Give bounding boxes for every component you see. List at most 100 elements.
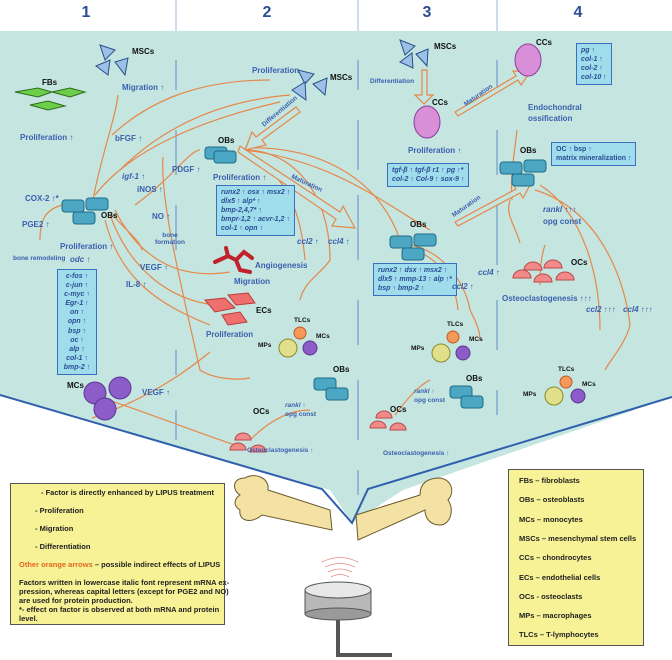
rankl-label-col4: rankl ↑↑↑ xyxy=(543,205,577,214)
osteoclastogenesis-label-col3: Osteoclastogenesis ↑ xyxy=(383,450,450,457)
maturation-arrow-col2 xyxy=(237,145,357,229)
ocs-cells-col2 xyxy=(229,432,267,453)
gene-item: col-1 ↑ xyxy=(66,354,88,362)
obs-label-col4: OBs xyxy=(520,146,537,155)
mcs-label-col2: MCs xyxy=(316,333,330,340)
ccl2-label-col3: ccl2 ↑ xyxy=(452,282,474,291)
bone-remodeling-label: bone remodeling xyxy=(13,255,66,262)
ccl2-label-col4: ccl2 ↑↑↑ xyxy=(586,305,616,314)
mps-label-col4: MPs xyxy=(523,391,537,398)
legend-other-arrows: Other orange arrows – possible indirect … xyxy=(19,560,220,569)
obs-cells-col1 xyxy=(61,197,109,225)
fbs-cells xyxy=(14,87,87,111)
vegf-label-col1: VEGF ↑ xyxy=(140,263,169,272)
fbs-label: FBs xyxy=(42,78,58,87)
gene-item: bmp-2 ↑ xyxy=(63,363,91,371)
col3-gene-box: tgf-β ↑ tgf-β r1 ↑ pg ↑* col-2 ↑ Col-9 ↑… xyxy=(387,163,470,188)
gene-item: bsp ↑ bmp-2 ↑ xyxy=(378,285,425,293)
mp-cell-col2 xyxy=(278,338,298,358)
gene-item: dlx5 ↑ mmp-13 ↑ alp ↑* xyxy=(378,276,452,284)
obs-cells-col4 xyxy=(499,159,547,187)
mp-cell-col4 xyxy=(544,386,564,406)
column-header-4: 4 xyxy=(573,4,583,21)
lipus-transducer xyxy=(304,581,392,657)
legend-box: - Factor is directly enhanced by LIPUS t… xyxy=(10,483,229,625)
gene-item: bmpr-1,2 ↑ acvr-1,2 ↑ xyxy=(221,216,290,224)
opg-label-col2: opg const xyxy=(285,411,317,418)
bone-left xyxy=(234,475,333,531)
ocs-label-col3: OCs xyxy=(390,405,407,414)
column-header-1: 1 xyxy=(81,4,91,21)
gene-item: dlx5 ↑ alp* ↑ xyxy=(221,198,261,206)
gene-item: col-1 ↑ xyxy=(581,56,603,64)
tlcs-label-col4: TLCs xyxy=(558,366,575,373)
tlcs-label-col3: TLCs xyxy=(447,321,464,328)
gene-item: col-10 ↑ xyxy=(581,74,607,82)
funnel-border xyxy=(0,394,672,525)
col3-obs-gene-box: runx2 ↑ dsx ↑ msx2 ↑ dlx5 ↑ mmp-13 ↑ alp… xyxy=(373,263,457,297)
abbreviations-box: FBs – fibroblasts OBs – osteoblasts MCs … xyxy=(508,469,644,646)
abbreviation-item: OBs – osteoblasts xyxy=(519,495,585,504)
obs-proliferation-label-col1: Proliferation ↑ xyxy=(60,242,114,251)
opg-label-col4: opg const xyxy=(543,217,582,226)
gene-item: pg ↑ xyxy=(581,47,595,54)
column-header-3: 3 xyxy=(422,4,432,21)
mcs-label-col4: MCs xyxy=(582,381,596,388)
gene-item: runx2 ↑ osx ↑ msx2 ↑ xyxy=(221,189,291,196)
gene-item: bmp-2,4,7* ↑ xyxy=(221,207,262,215)
ocs-cells-col3 xyxy=(369,410,407,431)
legend-proliferation: - Proliferation xyxy=(35,506,84,515)
gene-item: oc ↑ xyxy=(70,336,84,344)
gene-item: col-1 ↑ opn ↑ xyxy=(221,225,263,233)
bone-formation-label: bone formation xyxy=(155,232,185,247)
ccl4-label-col3: ccl4 ↑ xyxy=(478,268,500,277)
obs-label-col2: OBs xyxy=(218,136,235,145)
differentiation-arrow-col2 xyxy=(244,106,301,151)
ecs-label: ECs xyxy=(256,306,272,315)
mps-label-col2: MPs xyxy=(258,342,272,349)
gene-item: matrix mineralization ↑ xyxy=(556,155,632,163)
abbreviation-item: ECs – endothelial cells xyxy=(519,573,601,582)
gene-item: c-jun ↑ xyxy=(65,282,89,290)
column-header-2: 2 xyxy=(262,4,272,21)
col1-gene-box: c-fos ↑ c-jun ↑ c-myc ↑ Egr-1 ↑ on ↑ opn… xyxy=(57,269,97,376)
gene-item: alp ↑ xyxy=(69,345,85,353)
ccs-cell-col4 xyxy=(514,43,542,77)
ccl4-label-col2: ccl4 ↑ xyxy=(328,237,350,246)
mscs-proliferation-label-col2: Proliferation xyxy=(252,66,300,75)
col4-ccs-gene-box: pg ↑ col-1 ↑ col-2 ↑ col-10 ↑ xyxy=(576,43,612,86)
gene-item: opn ↑ xyxy=(67,318,87,326)
ccs-proliferation-label: Proliferation ↑ xyxy=(408,146,462,155)
tlc-cell-col2 xyxy=(293,326,307,340)
rankl-label-col3: rankl ↑ xyxy=(414,388,435,395)
differentiation-arrow-col3 xyxy=(413,69,435,105)
ccs-cell-col3 xyxy=(413,105,441,139)
legend-arrow-up: - Factor is directly enhanced by LIPUS t… xyxy=(41,488,214,497)
endochondral-label: Endochondral xyxy=(528,103,582,112)
odc-label: odc ↑ xyxy=(70,255,91,264)
gene-item: Egr-1 ↑ xyxy=(65,300,89,308)
ocs-cells-col4 xyxy=(512,259,575,283)
legend-note-line: *- effect on factor is observed at both … xyxy=(19,605,220,614)
mc-cell-col2 xyxy=(302,340,318,356)
mcs-cells-col1 xyxy=(83,376,132,421)
ccl4-label-col4: ccl4 ↑↑↑ xyxy=(623,305,653,314)
obs-label-col3: OBs xyxy=(410,220,427,229)
gene-item: OC ↑ bsp ↑ xyxy=(556,146,592,153)
bfgf-label: bFGF ↑ xyxy=(115,134,143,143)
cox2-label: COX-2 ↑* xyxy=(25,194,59,203)
gene-item: c-myc ↑ xyxy=(64,291,90,299)
mcs-vegf-label: VEGF ↑ xyxy=(142,388,171,397)
mscs-cells-col1 xyxy=(95,44,129,77)
rankl-label-col2: rankl ↑ xyxy=(285,402,306,409)
ultrasound-waves xyxy=(321,557,359,578)
pge2-label: PGE2 ↑ xyxy=(22,220,50,229)
legend-note-line: Factors written in lowercase italic font… xyxy=(19,578,230,587)
obs-cells-col2 xyxy=(204,146,237,164)
opg-label-col3: opg const xyxy=(414,397,446,404)
igf1-label: igf-1 ↑ xyxy=(122,172,146,181)
maturation-arrow-col3-bottom xyxy=(454,183,531,227)
mcs-label-col3: MCs xyxy=(469,336,483,343)
osteoclastogenesis-label-col4: Osteoclastogenesis ↑↑↑ xyxy=(502,294,592,303)
